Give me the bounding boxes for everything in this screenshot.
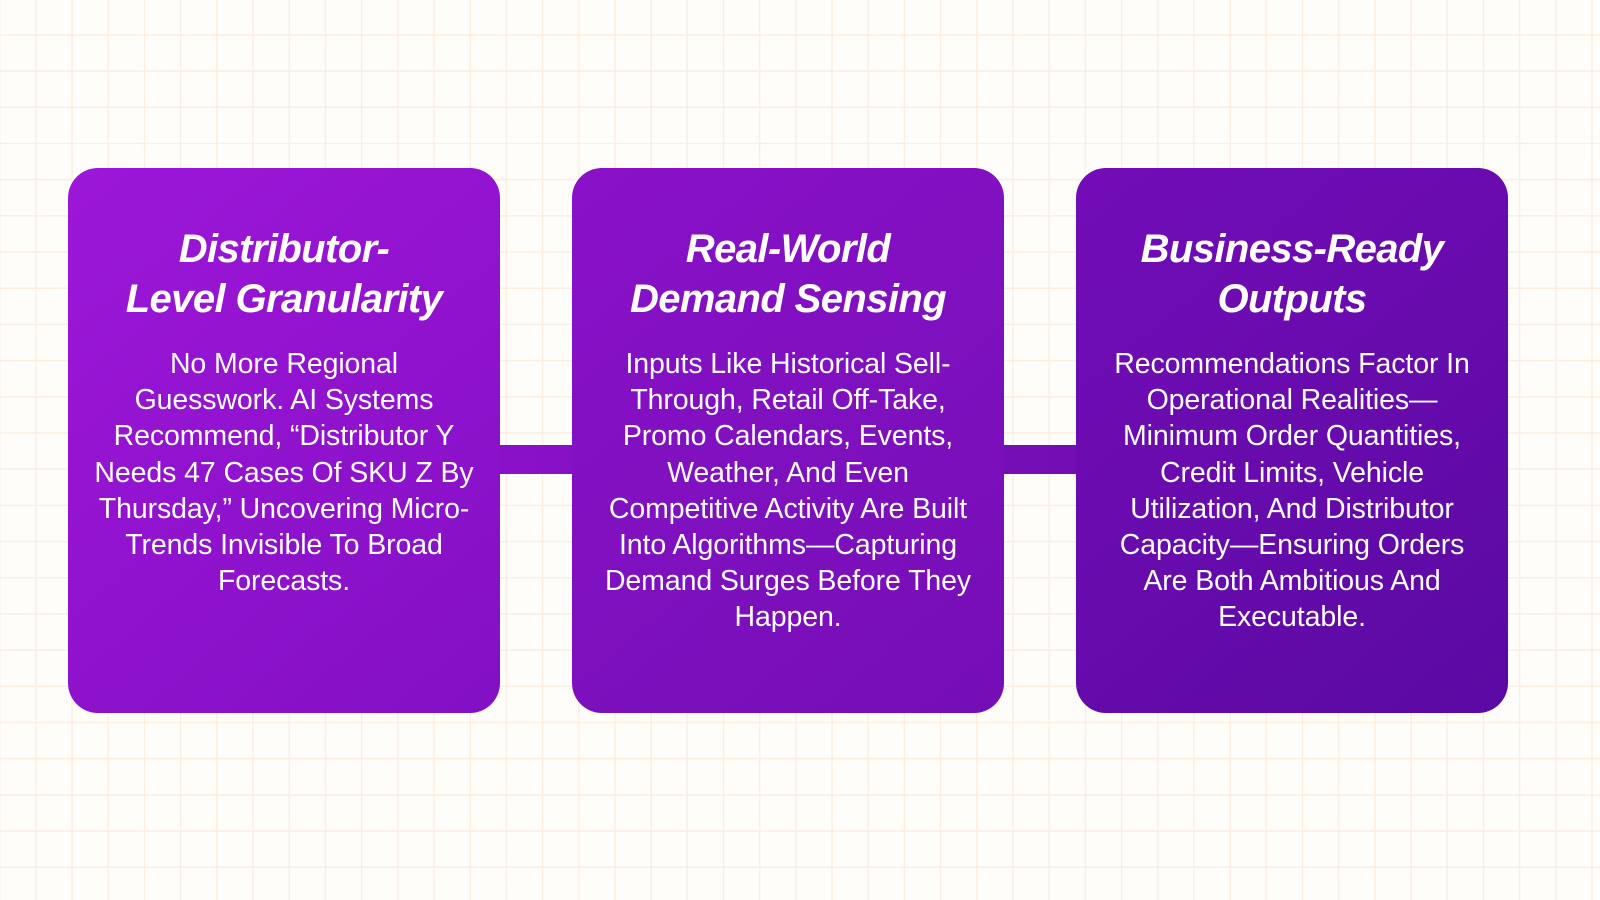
card-title: Real-World Demand Sensing [629,227,947,321]
notch-grid [1002,168,1078,445]
card-connector-2 [1002,445,1078,474]
card-body-text: Recommendations Factor In Operational Re… [1114,348,1470,634]
feature-card-business-ready-outputs[interactable]: Business-Ready Outputs Recommendations F… [1076,168,1508,713]
feature-card-real-world-demand-sensing[interactable]: Real-World Demand Sensing Inputs Like Hi… [572,168,1004,713]
feature-card-distributor-level-granularity[interactable]: Distributor- Level Granularity No More R… [68,168,500,713]
notch-grid [498,168,574,445]
card-title: Distributor- Level Granularity [125,227,443,321]
card-title: Business-Ready Outputs [1140,227,1444,321]
notch-grid [1002,474,1078,713]
card-connector-1 [498,445,574,474]
connector-notch-1-bottom [498,474,574,713]
connector-notch-2-top [1002,168,1078,445]
card-body-text: No More Regional Guesswork. AI Systems R… [94,348,474,598]
connector-notch-2-bottom [1002,474,1078,713]
card-body-text: Inputs Like Historical Sell-Through, Ret… [604,348,972,634]
notch-grid [498,474,574,713]
connector-notch-1-top [498,168,574,445]
